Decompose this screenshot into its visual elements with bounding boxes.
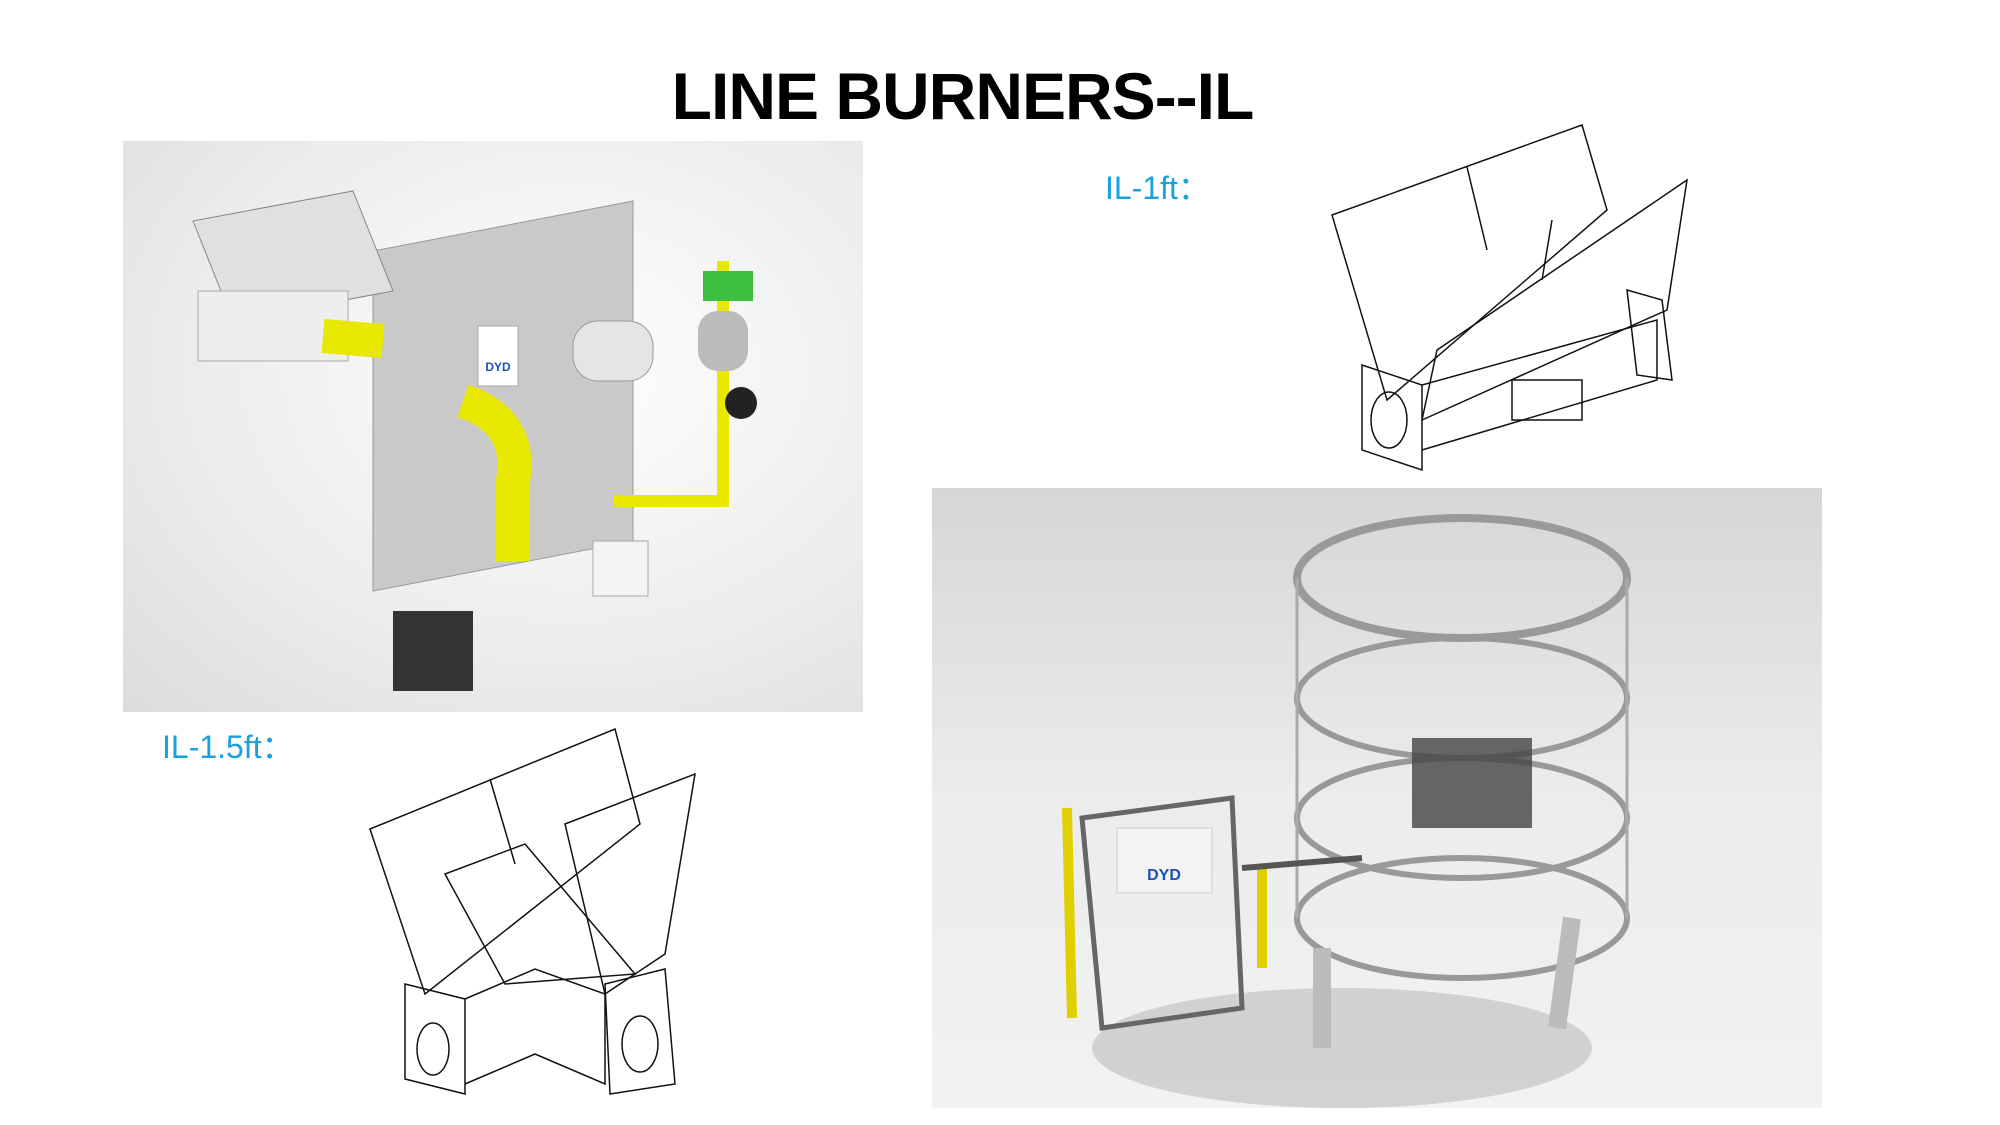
burner-assembly-render: DYD (123, 141, 863, 712)
slide-title: LINE BURNERS--IL (671, 59, 1255, 133)
test-furnace-render: DYD (932, 488, 1822, 1108)
label-il-1ft: IL-1ft： (1105, 170, 1210, 206)
il-1-5ft-line-drawing (365, 724, 715, 1104)
label-il-1-5ft: IL-1.5ft： (162, 729, 294, 765)
dyd-logo: DYD (1147, 867, 1181, 884)
dyd-logo: DYD (485, 360, 511, 374)
il-1ft-line-drawing (1327, 120, 1692, 476)
